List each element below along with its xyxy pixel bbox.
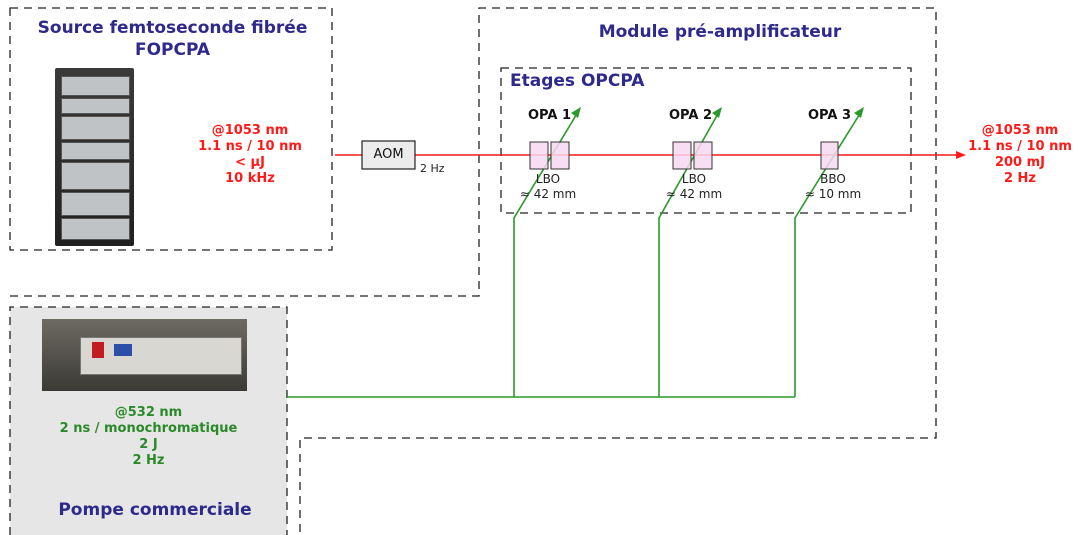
- opa2-crystal: LBO ≈ 42 mm: [659, 172, 729, 202]
- source-spec-energy: < µJ: [180, 155, 320, 171]
- source-rack-photo: [55, 68, 134, 246]
- opa3-crystal: BBO ≈ 10 mm: [798, 172, 868, 202]
- opa2-crystal-type: LBO: [659, 172, 729, 187]
- output-spec-wavelength: @1053 nm: [960, 123, 1080, 139]
- crystal-opa2-a: [673, 142, 691, 169]
- pump-arrowhead-opa3: [854, 107, 864, 118]
- opa3-crystal-type: BBO: [798, 172, 868, 187]
- opa3-crystal-length: ≈ 10 mm: [798, 187, 868, 202]
- source-title-line2: FOPCPA: [20, 39, 325, 61]
- crystal-opa1-b: [551, 142, 569, 169]
- source-specs: @1053 nm 1.1 ns / 10 nm < µJ 10 kHz: [180, 123, 320, 187]
- pump-arrowhead-opa2: [712, 107, 722, 118]
- pump-arrowhead-opa1: [571, 107, 581, 118]
- source-spec-duration: 1.1 ns / 10 nm: [180, 139, 320, 155]
- etages-title: Etages OPCPA: [510, 70, 644, 92]
- aom-rate: 2 Hz: [420, 162, 445, 175]
- crystal-opa1-a: [530, 142, 548, 169]
- output-spec-duration: 1.1 ns / 10 nm: [960, 139, 1080, 155]
- source-spec-rate: 10 kHz: [180, 171, 320, 187]
- opa1-crystal-length: ≈ 42 mm: [513, 187, 583, 202]
- output-specs: @1053 nm 1.1 ns / 10 nm 200 mJ 2 Hz: [960, 123, 1080, 187]
- pump-spec-duration: 2 ns / monochromatique: [10, 421, 287, 437]
- opa1-crystal-type: LBO: [513, 172, 583, 187]
- pump-specs: @532 nm 2 ns / monochromatique 2 J 2 Hz: [10, 405, 287, 469]
- crystal-opa3: [821, 142, 838, 169]
- module-title: Module pré-amplificateur: [560, 21, 880, 43]
- pump-spec-energy: 2 J: [10, 437, 287, 453]
- aom-label: AOM: [362, 147, 415, 162]
- opa1-label: OPA 1: [528, 108, 571, 123]
- opa1-crystal: LBO ≈ 42 mm: [513, 172, 583, 202]
- output-spec-rate: 2 Hz: [960, 171, 1080, 187]
- source-title-line1: Source femtoseconde fibrée: [20, 17, 325, 39]
- opa2-crystal-length: ≈ 42 mm: [659, 187, 729, 202]
- pump-laser-photo: [42, 319, 247, 391]
- opa2-label: OPA 2: [669, 108, 712, 123]
- pump-spec-rate: 2 Hz: [10, 453, 287, 469]
- source-spec-wavelength: @1053 nm: [180, 123, 320, 139]
- pump-title: Pompe commerciale: [10, 499, 300, 521]
- source-title: Source femtoseconde fibrée FOPCPA: [20, 17, 325, 61]
- crystal-opa2-b: [694, 142, 712, 169]
- opa3-label: OPA 3: [808, 108, 851, 123]
- pump-spec-wavelength: @532 nm: [10, 405, 287, 421]
- output-spec-energy: 200 mJ: [960, 155, 1080, 171]
